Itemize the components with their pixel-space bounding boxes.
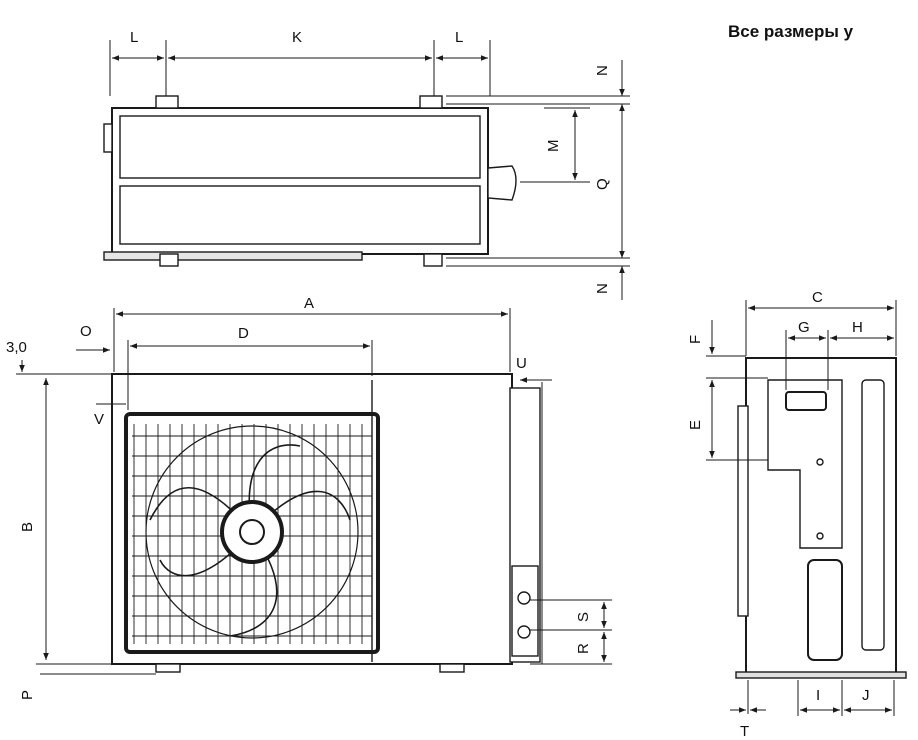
dim-label-N-bottom: N [594, 283, 611, 294]
dim-label-I: I [816, 687, 820, 704]
dim-label-D: D [238, 325, 249, 342]
dim-label-R: R [575, 643, 592, 654]
top-view [103, 40, 630, 300]
front-view [16, 308, 612, 675]
dim-label-L-left: L [130, 29, 138, 46]
dim-label-S: S [575, 612, 592, 622]
dim-label-offset: 3,0 [6, 339, 27, 356]
dim-label-L-right: L [455, 29, 463, 46]
dim-label-U: U [516, 355, 527, 372]
dim-label-V: V [94, 411, 104, 428]
dimensions-note: Все размеры у [728, 22, 854, 41]
dim-label-Q: Q [594, 178, 611, 190]
dim-label-J: J [862, 687, 870, 704]
dim-label-H: H [852, 319, 863, 336]
dim-label-F: F [687, 335, 704, 344]
dim-label-T: T [740, 723, 749, 740]
dim-label-O: O [80, 323, 92, 340]
dim-label-P: P [19, 690, 36, 700]
dim-label-M: M [545, 140, 562, 153]
dim-label-E: E [687, 420, 704, 430]
dim-label-B: B [19, 522, 36, 532]
dim-label-G: G [798, 319, 810, 336]
side-view [706, 300, 907, 716]
dim-label-N-top: N [594, 65, 611, 76]
dim-label-A: A [304, 295, 314, 312]
dim-label-K: K [292, 29, 302, 46]
dim-label-C: C [812, 289, 823, 306]
